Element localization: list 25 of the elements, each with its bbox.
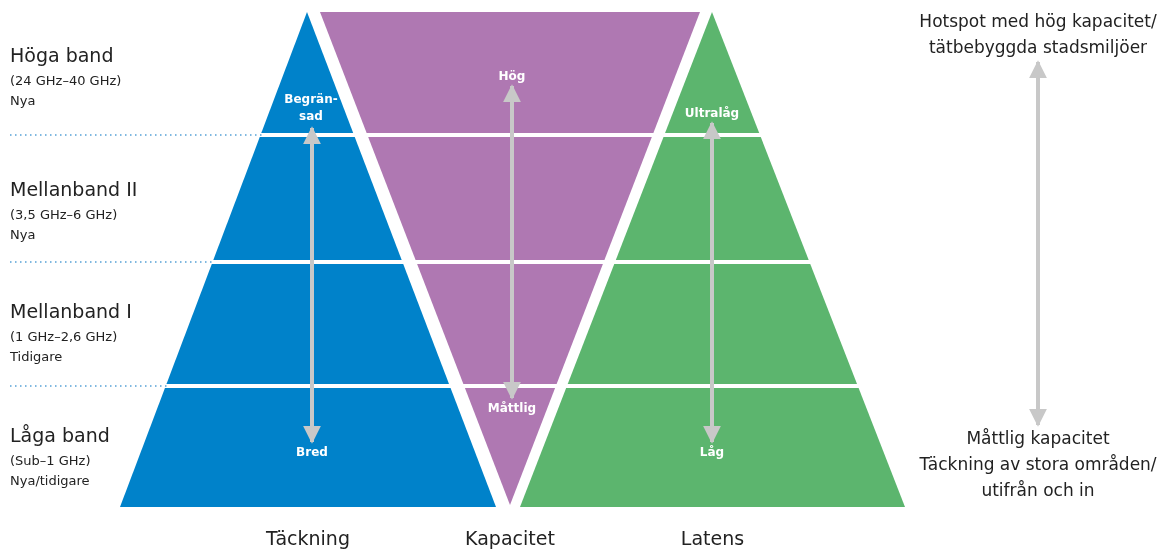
band-label: Begrän- sad bbox=[280, 88, 342, 128]
band-status: Tidigare bbox=[10, 348, 63, 366]
band-status: Nya bbox=[10, 92, 36, 110]
band-label: Hög bbox=[487, 66, 537, 86]
band-status: Nya bbox=[10, 226, 36, 244]
band-name: Mellanband I bbox=[10, 299, 132, 324]
description-text: Hotspot med hög kapacitet/ tätbebyggda stadsmiljöer bbox=[905, 8, 1171, 62]
double-arrow bbox=[1029, 60, 1047, 427]
double-arrow bbox=[303, 126, 321, 444]
description-text: Täckning av stora områden/ utifrån och in bbox=[918, 453, 1158, 502]
double-arrow bbox=[703, 121, 721, 444]
band-label: Måttlig bbox=[477, 398, 547, 418]
frequency-range: (Sub–1 GHz) bbox=[10, 452, 91, 470]
frequency-range: (1 GHz–2,6 GHz) bbox=[10, 328, 118, 346]
band-name: Låga band bbox=[10, 423, 110, 448]
band-name: Höga band bbox=[10, 43, 114, 68]
band-name: Mellanband II bbox=[10, 177, 138, 202]
description-text: Måttlig kapacitet bbox=[965, 427, 1111, 450]
frequency-range: (3,5 GHz–6 GHz) bbox=[10, 206, 118, 224]
band-label: Bred bbox=[288, 442, 336, 462]
frequency-range: (24 GHz–40 GHz) bbox=[10, 72, 122, 90]
double-arrow bbox=[503, 84, 521, 400]
band-label: Ultralåg bbox=[676, 103, 748, 123]
band-label: Låg bbox=[690, 442, 734, 462]
band-status: Nya/tidigare bbox=[10, 472, 90, 490]
